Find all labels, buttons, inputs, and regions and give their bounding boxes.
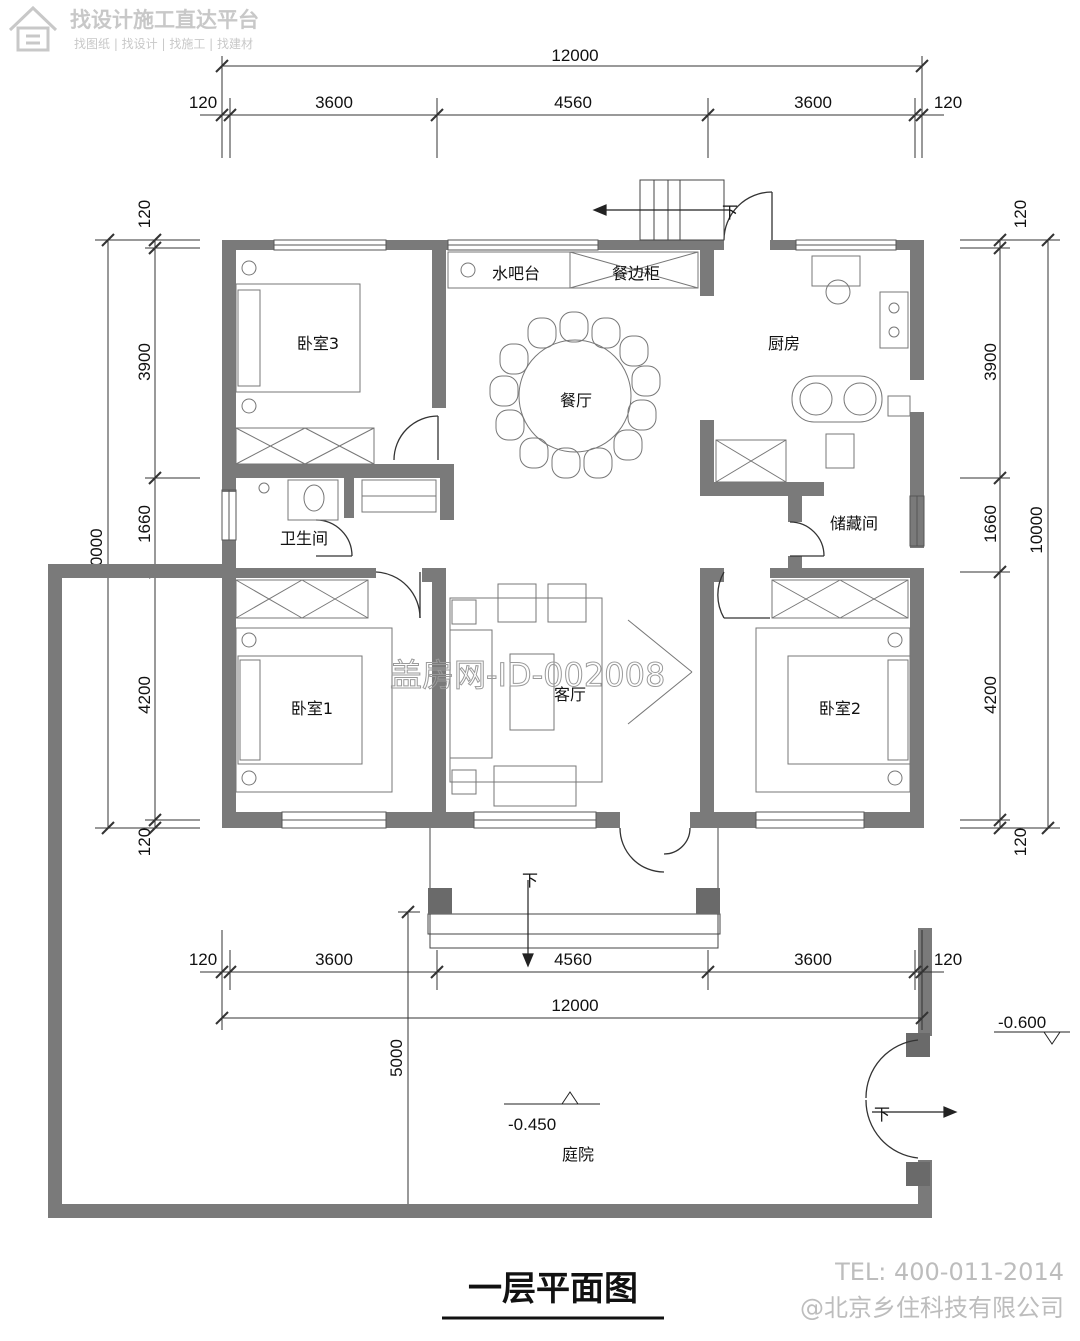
stair-down-label-porch: 下 xyxy=(522,871,538,890)
dim-yard-depth: 5000 xyxy=(387,1039,406,1077)
dim-right-top-edge: 120 xyxy=(1011,200,1030,228)
bathroom-fixtures xyxy=(258,479,437,521)
dim-right-seg2: 1660 xyxy=(981,505,1000,543)
room-bathroom: 卫生间 xyxy=(280,529,328,548)
dim-right-total: 10000 xyxy=(1027,506,1046,553)
dim-top-seg3: 3600 xyxy=(794,93,832,112)
dim-top-right-edge: 120 xyxy=(934,93,962,112)
bedroom2-furniture xyxy=(755,579,911,793)
stair-down-label-gate: 下 xyxy=(874,1105,890,1124)
entrance-steps xyxy=(427,179,725,949)
dim-right-seg3: 4200 xyxy=(981,676,1000,714)
dim-top-total: 12000 xyxy=(551,46,598,65)
dim-left-top-edge: 120 xyxy=(135,200,154,228)
yard-wall xyxy=(48,564,932,1218)
room-bedroom2: 卧室2 xyxy=(819,699,861,718)
dim-bottom-right-edge: 120 xyxy=(934,950,962,969)
bedroom3-furniture xyxy=(235,260,375,465)
watermark: 盖房网-ID-002008 xyxy=(390,656,665,694)
stair-down-label-top: 下 xyxy=(722,203,738,222)
room-bedroom1: 卧室1 xyxy=(291,699,333,718)
room-yard: 庭院 xyxy=(562,1145,594,1164)
level-yard: -0.450 xyxy=(508,1115,556,1134)
footer-tel: TEL: 400-011-2014 xyxy=(834,1258,1064,1286)
windows xyxy=(221,239,925,829)
dining-furniture xyxy=(447,251,699,479)
dim-right-seg1: 3900 xyxy=(981,343,1000,381)
dim-left-total: 10000 xyxy=(87,528,106,575)
house-walls xyxy=(222,240,924,828)
room-storage: 储藏间 xyxy=(830,514,878,533)
room-sideboard: 餐边柜 xyxy=(612,264,660,283)
living-furniture xyxy=(449,583,693,807)
dim-bottom-seg3: 3600 xyxy=(794,950,832,969)
dim-left-bottom-edge: 120 xyxy=(135,828,154,856)
bottom-dimension-lines xyxy=(200,905,944,1204)
brand-slogan: 找设计施工直达平台 xyxy=(70,8,259,32)
dim-bottom-seg1: 3600 xyxy=(315,950,353,969)
top-dimension-lines xyxy=(200,56,944,158)
dim-bottom-total: 12000 xyxy=(551,996,598,1015)
room-living: 客厅 xyxy=(554,685,586,704)
level-outside: -0.600 xyxy=(998,1013,1046,1032)
dim-left-seg2: 1660 xyxy=(135,505,154,543)
dim-right-bottom-edge: 120 xyxy=(1011,828,1030,856)
footer-company: @北京乡住科技有限公司 xyxy=(800,1294,1064,1322)
kitchen-furniture xyxy=(715,255,911,483)
doors xyxy=(315,191,919,1159)
house-logo-icon xyxy=(8,5,58,52)
dim-left-seg1: 3900 xyxy=(135,343,154,381)
dim-left-seg3: 4200 xyxy=(135,676,154,714)
right-dimension-lines xyxy=(960,233,1060,835)
room-bedroom3: 卧室3 xyxy=(297,334,339,353)
dim-bottom-left-edge: 120 xyxy=(189,950,217,969)
room-water-bar: 水吧台 xyxy=(492,264,540,283)
stair-arrows xyxy=(522,204,958,1118)
dim-top-seg2: 4560 xyxy=(554,93,592,112)
bedroom1-furniture xyxy=(235,579,393,793)
level-marker-yard-icon xyxy=(504,1091,600,1105)
porch-columns xyxy=(428,888,720,914)
brand-tagline: 找图纸 | 找设计 | 找施工 | 找建材 xyxy=(74,37,253,51)
room-dining: 餐厅 xyxy=(560,391,592,410)
dim-top-seg1: 3600 xyxy=(315,93,353,112)
dim-top-left-edge: 120 xyxy=(189,93,217,112)
room-kitchen: 厨房 xyxy=(768,334,800,353)
dim-bottom-seg2: 4560 xyxy=(554,950,592,969)
gate-pillars xyxy=(906,1033,930,1186)
level-marker-outside-icon xyxy=(994,1031,1070,1045)
plan-title: 一层平面图 xyxy=(468,1269,638,1309)
